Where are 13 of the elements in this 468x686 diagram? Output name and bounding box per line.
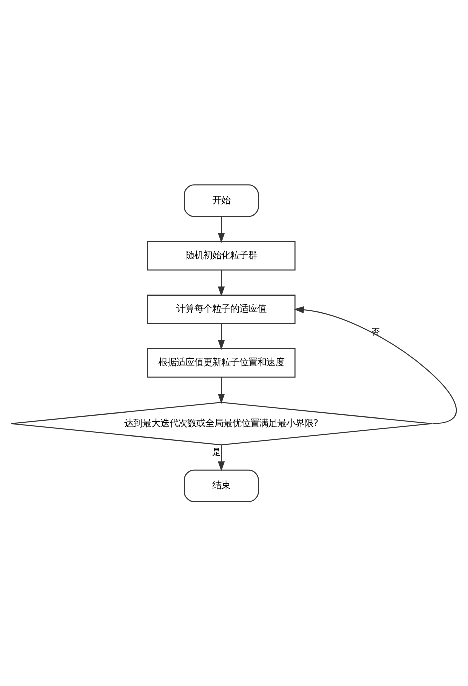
edge-label: 是 bbox=[212, 448, 222, 458]
node-box: 随机初始化粒子群 bbox=[147, 240, 296, 270]
node-box: 结束 bbox=[184, 469, 260, 502]
arrow bbox=[218, 324, 226, 350]
arrow bbox=[294, 306, 457, 424]
node-diamond: 达到最大迭代次数或全局最优位置满足最小界限? bbox=[10, 402, 432, 446]
node-box: 根据适应值更新粒子位置和速度 bbox=[147, 348, 296, 378]
node-box: 计算每个粒子的适应值 bbox=[147, 294, 296, 324]
arrow bbox=[218, 444, 226, 472]
node-box: 开始 bbox=[184, 184, 260, 217]
arrow bbox=[218, 270, 226, 296]
arrow bbox=[218, 216, 226, 243]
arrow bbox=[218, 376, 226, 404]
